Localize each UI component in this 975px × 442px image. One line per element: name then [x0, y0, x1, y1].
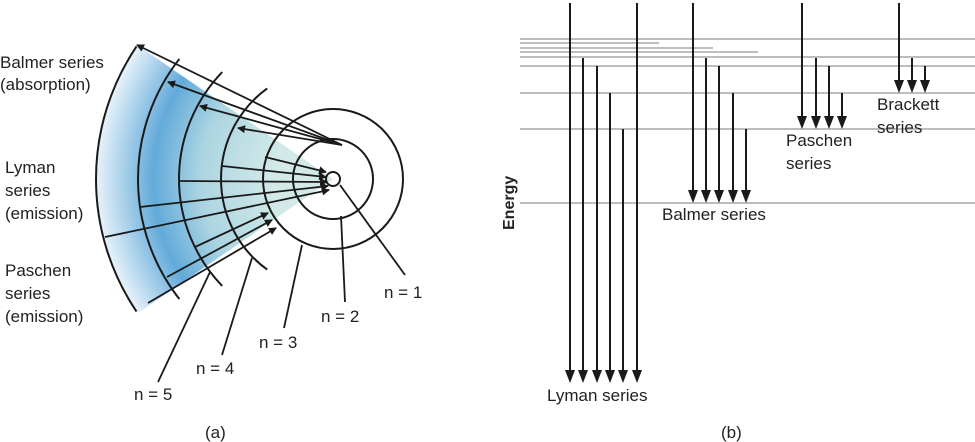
orbit-arc-n7	[95, 45, 138, 313]
paschen-transition-arrow-head	[837, 116, 847, 129]
lyman-emission-arrow	[221, 165, 327, 181]
lyman-transition-arrow-head	[632, 370, 642, 383]
paschen-transition-arrow-head	[824, 116, 834, 129]
balmer-transition-arrow-head	[741, 190, 751, 203]
brackett-transition-arrow-head	[920, 80, 930, 93]
orbit-label-n4: n = 4	[196, 359, 234, 378]
orbit-leader-line-n5	[157, 271, 211, 383]
orbit-label-n5: n = 5	[134, 385, 172, 404]
paschen-transition-arrow-head	[797, 116, 807, 129]
panel-b-caption: (b)	[721, 423, 742, 442]
paschen-emission-label-2: series	[5, 284, 50, 303]
balmer-transition-arrow-head	[728, 190, 738, 203]
orbit-label-n2: n = 2	[321, 307, 359, 326]
paschen-series-label-2: series	[786, 154, 831, 173]
paschen-emission-arrow	[166, 219, 273, 278]
orbit-leader-line-n4	[221, 257, 253, 356]
balmer-absorption-arrow	[237, 125, 343, 146]
lyman-emission-arrow	[264, 156, 327, 175]
balmer-series-label: Balmer series	[662, 205, 766, 224]
orbit-arc-n4	[220, 87, 268, 271]
orbit-label-n1: n = 1	[384, 283, 422, 302]
brackett-series-label-1: Brackett	[877, 95, 940, 114]
paschen-transition-arrow-head	[811, 116, 821, 129]
balmer-absorption-label-2: (absorption)	[0, 75, 91, 94]
balmer-absorption-label-1: Balmer series	[0, 53, 104, 72]
lyman-emission-label-1: Lyman	[5, 158, 55, 177]
lyman-transition-arrow-head	[565, 370, 575, 383]
balmer-transition-arrow-head	[714, 190, 724, 203]
panel-a-caption: (a)	[205, 423, 226, 442]
lyman-emission-arrow	[139, 182, 329, 208]
panel-a-bohr-orbits: Balmer series (absorption) Lyman series …	[0, 44, 422, 442]
shaded-wedge	[95, 45, 333, 313]
brackett-series-label-2: series	[877, 118, 922, 137]
balmer-transition-arrow-head	[688, 190, 698, 203]
brackett-transition-arrow-head	[907, 80, 917, 93]
paschen-emission-label-3: (emission)	[5, 307, 83, 326]
lyman-emission-label-2: series	[5, 181, 50, 200]
energy-axis-label: Energy	[501, 176, 518, 230]
orbit-leader-line-n2	[340, 215, 346, 303]
lyman-emission-arrow	[179, 177, 328, 186]
orbit-arc-n6	[137, 58, 181, 300]
balmer-absorption-arrow	[167, 80, 343, 146]
lyman-transition-arrow-head	[578, 370, 588, 383]
orbit-arc-n5	[178, 71, 223, 287]
orbit-leader-line-n1	[339, 184, 406, 276]
balmer-absorption-arrow	[199, 103, 343, 146]
lyman-series-label: Lyman series	[547, 386, 647, 405]
orbit-label-n3: n = 3	[259, 333, 297, 352]
lyman-transition-arrow-head	[605, 370, 615, 383]
lyman-emission-label-3: (emission)	[5, 204, 83, 223]
lyman-transition-arrow-head	[618, 370, 628, 383]
balmer-absorption-arrow	[136, 44, 343, 146]
panel-b-energy-levels: Energy Lyman series Balmer series Pasche…	[501, 3, 975, 442]
brackett-transition-arrow-head	[894, 80, 904, 93]
lyman-emission-arrow	[104, 187, 330, 238]
balmer-transition-arrow-head	[701, 190, 711, 203]
orbit-leader-line-n3	[283, 244, 303, 329]
paschen-series-label-1: Paschen	[786, 131, 852, 150]
paschen-emission-label-1: Paschen	[5, 261, 71, 280]
paschen-emission-arrow	[194, 212, 269, 248]
orbit-n3-disk	[262, 108, 404, 250]
paschen-emission-arrow	[147, 227, 277, 304]
orbit-n2	[292, 138, 374, 220]
lyman-transition-arrow-head	[592, 370, 602, 383]
